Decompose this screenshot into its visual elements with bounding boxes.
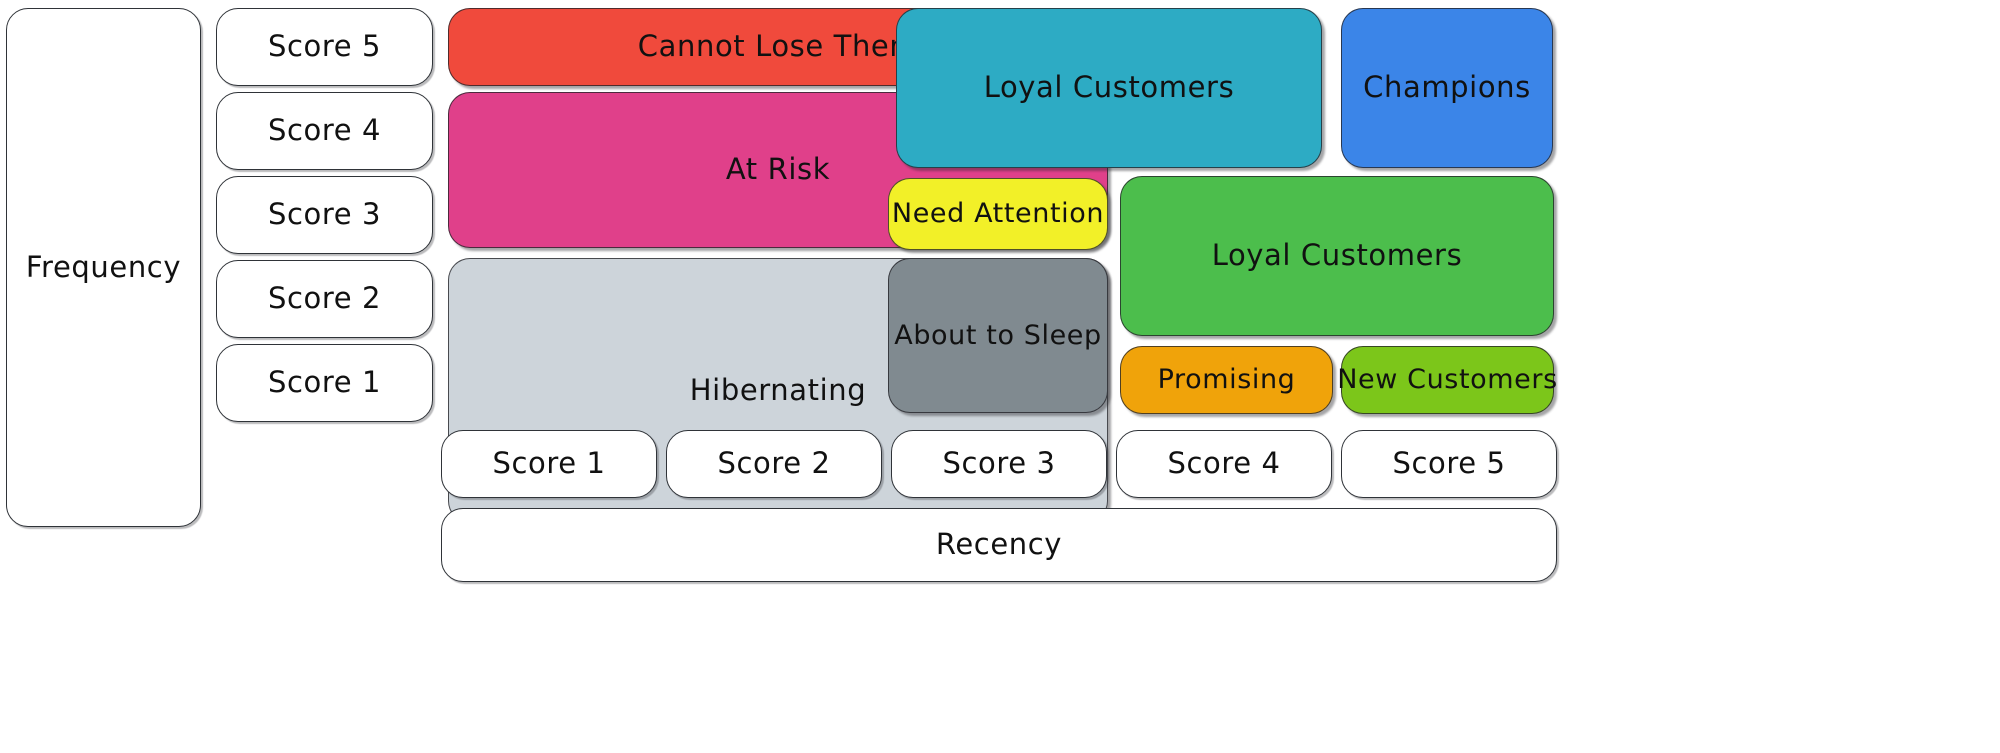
frequency-axis: Frequency [6, 8, 201, 527]
recency-axis: Recency [441, 508, 1557, 582]
frequency-score-3[interactable]: Score 3 [216, 176, 433, 254]
recency-score-5-label: Score 5 [1392, 446, 1506, 481]
segment-about-to-sleep-label: About to Sleep [894, 319, 1102, 351]
segment-at-risk-label: At Risk [725, 152, 831, 187]
recency-score-5[interactable]: Score 5 [1341, 430, 1557, 498]
recency-score-4[interactable]: Score 4 [1116, 430, 1332, 498]
recency-score-4-label: Score 4 [1167, 446, 1281, 481]
segment-loyal-customers-green[interactable]: Loyal Customers [1120, 176, 1554, 336]
recency-score-3[interactable]: Score 3 [891, 430, 1107, 498]
recency-score-3-label: Score 3 [942, 446, 1056, 481]
segment-loyal-customers-green-label: Loyal Customers [1211, 238, 1463, 273]
segment-promising[interactable]: Promising [1120, 346, 1333, 414]
recency-score-1-label: Score 1 [492, 446, 606, 481]
recency-score-2-label: Score 2 [717, 446, 831, 481]
segment-cannot-lose-them-label: Cannot Lose Them [637, 29, 919, 64]
segment-champions-label: Champions [1363, 70, 1531, 105]
frequency-score-3-label: Score 3 [267, 197, 382, 232]
segment-need-attention[interactable]: Need Attention [888, 178, 1108, 250]
segment-new-customers[interactable]: New Customers [1337, 346, 1557, 414]
segment-new-customers-label: New Customers [1337, 364, 1558, 396]
recency-score-2[interactable]: Score 2 [666, 430, 882, 498]
segment-promising-label: Promising [1157, 364, 1296, 396]
frequency-score-2[interactable]: Score 2 [216, 260, 433, 338]
frequency-score-4[interactable]: Score 4 [216, 92, 433, 170]
recency-axis-label: Recency [935, 527, 1063, 562]
segment-about-to-sleep[interactable]: About to Sleep [888, 258, 1108, 413]
frequency-score-5[interactable]: Score 5 [216, 8, 433, 86]
segment-loyal-customers-teal[interactable]: Loyal Customers [896, 8, 1322, 168]
frequency-score-1-label: Score 1 [267, 365, 382, 400]
frequency-axis-label: Frequency [25, 249, 182, 284]
segment-loyal-customers-teal-label: Loyal Customers [983, 70, 1235, 105]
segment-champions[interactable]: Champions [1341, 8, 1553, 168]
segment-hibernating-label: Hibernating [689, 372, 867, 407]
frequency-score-1[interactable]: Score 1 [216, 344, 433, 422]
frequency-score-2-label: Score 2 [267, 281, 382, 316]
recency-score-1[interactable]: Score 1 [441, 430, 657, 498]
frequency-score-4-label: Score 4 [267, 113, 382, 148]
frequency-score-5-label: Score 5 [267, 29, 382, 64]
segment-need-attention-label: Need Attention [891, 198, 1105, 230]
